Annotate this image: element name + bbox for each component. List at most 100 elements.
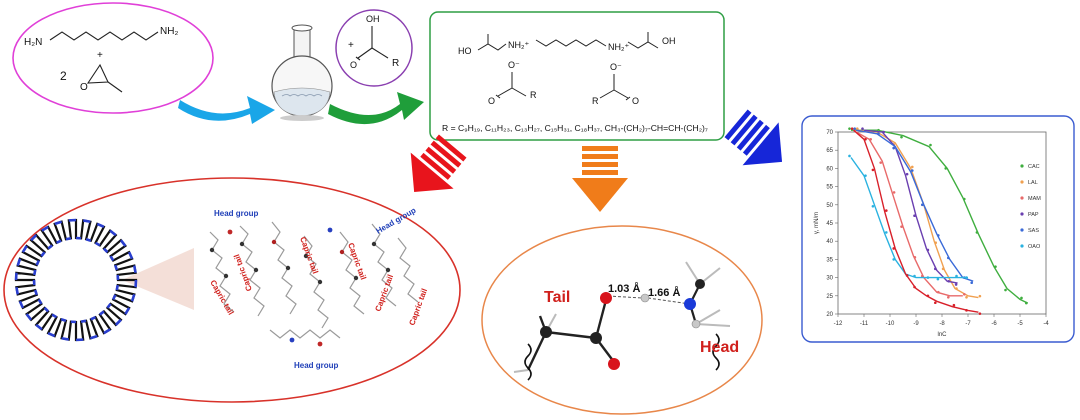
data-point — [892, 258, 895, 261]
data-point — [913, 285, 916, 289]
micelle-head-segment — [47, 331, 56, 338]
data-point — [947, 296, 950, 299]
data-point — [963, 293, 966, 296]
data-point — [905, 274, 909, 277]
data-point — [965, 296, 968, 299]
micelle-head-segment — [60, 318, 67, 323]
micelle-head-segment — [132, 265, 137, 274]
data-point — [975, 231, 979, 234]
legend-label: LAL — [1028, 180, 1038, 186]
y-tick-label: 35 — [826, 257, 833, 263]
acid-plus-sign: + — [348, 40, 354, 51]
data-point — [954, 283, 958, 286]
tail-head-interaction-model — [513, 261, 731, 381]
data-point — [911, 169, 914, 172]
x-tick-label: -5 — [1017, 321, 1023, 327]
tail-label: Tail — [544, 289, 570, 306]
data-point — [882, 130, 885, 134]
micelle-head-segment — [103, 328, 111, 335]
head-label: Head — [700, 339, 739, 356]
data-point — [913, 214, 916, 218]
data-point — [1020, 296, 1023, 300]
micelle-head-segment — [112, 294, 117, 301]
micelle-head-segment — [61, 336, 70, 341]
micelle-head-segment — [35, 323, 43, 331]
data-point — [885, 231, 888, 234]
amine-left-label: H₂N — [24, 37, 42, 48]
data-point — [947, 279, 950, 283]
chart-plot-area — [837, 131, 1047, 315]
data-point — [885, 209, 888, 212]
data-point — [934, 267, 937, 271]
green-arrow — [328, 92, 424, 125]
micelle-head-segment — [41, 225, 49, 232]
data-point — [978, 294, 982, 298]
data-point — [944, 167, 947, 170]
data-point — [853, 127, 856, 130]
data-point — [892, 247, 895, 250]
product-oh-label: OH — [662, 36, 676, 46]
acid-r-label: R — [392, 58, 399, 69]
carboxylate-right-structure — [599, 74, 631, 101]
product-box — [429, 11, 725, 141]
anion-left-o: O — [488, 96, 495, 106]
data-point — [913, 255, 917, 259]
x-tick-label: -6 — [991, 321, 997, 327]
y-tick-label: 20 — [826, 312, 833, 318]
data-point — [892, 146, 895, 150]
data-point — [864, 137, 867, 141]
data-point — [947, 256, 950, 260]
data-point — [934, 301, 937, 305]
data-point — [970, 281, 973, 285]
legend-label: OAO — [1028, 244, 1041, 250]
capric-tail-label-4: Capric tail — [208, 279, 235, 317]
micelle-head-segment — [33, 289, 38, 296]
surfactant-atoms — [209, 227, 391, 347]
legend-marker — [1020, 244, 1024, 248]
data-point — [955, 274, 958, 278]
anion-right-o: O — [632, 96, 639, 106]
data-point — [921, 203, 924, 207]
data-point — [936, 277, 940, 281]
micelle-head-segment — [130, 293, 136, 302]
series-line-sas — [856, 129, 974, 282]
micelle-head-segment — [119, 239, 127, 247]
carboxylic-acid-structure — [355, 26, 389, 61]
data-point — [934, 241, 937, 244]
anion-right-o-minus: O⁻ — [610, 62, 622, 72]
legend-marker — [1020, 180, 1024, 184]
anion-left-o-minus: O⁻ — [508, 60, 520, 70]
data-point — [864, 174, 867, 177]
surface-tension-chart: -12-11-10-9-8-7-6-5-42025303540455055606… — [814, 127, 1049, 338]
capric-tail-label-5: Capric tail — [373, 273, 395, 312]
micelle-head-segment — [51, 313, 58, 319]
data-point — [856, 127, 859, 130]
capric-tail-label-2: Capric tail — [346, 242, 368, 281]
data-point — [911, 165, 914, 169]
head-group-label-3: Head group — [294, 361, 339, 370]
data-point — [905, 172, 909, 176]
x-tick-label: -7 — [965, 321, 971, 327]
data-point — [871, 205, 875, 208]
micelle-head-segment — [18, 300, 25, 309]
epoxide-oxygen-label: O — [80, 82, 88, 93]
micelle-head-segment — [30, 234, 38, 242]
interaction-oval — [481, 225, 763, 415]
x-tick-label: -4 — [1043, 321, 1049, 327]
micelle-head-segment — [109, 255, 115, 262]
micelle-zoom-wedge — [122, 248, 194, 310]
red-striped-arrow — [410, 134, 467, 193]
acid-circle — [335, 9, 413, 87]
data-point — [877, 132, 880, 136]
data-point — [879, 161, 882, 164]
micelle-head-segment — [55, 239, 62, 244]
data-point — [892, 191, 896, 194]
data-point — [921, 274, 924, 278]
data-point — [900, 225, 903, 228]
y-axis-label: γ, mN/m — [814, 212, 820, 234]
micelle-head-segment — [21, 245, 28, 253]
data-point — [941, 267, 945, 271]
y-tick-label: 70 — [826, 130, 833, 136]
micelle-head-segment — [82, 219, 91, 224]
